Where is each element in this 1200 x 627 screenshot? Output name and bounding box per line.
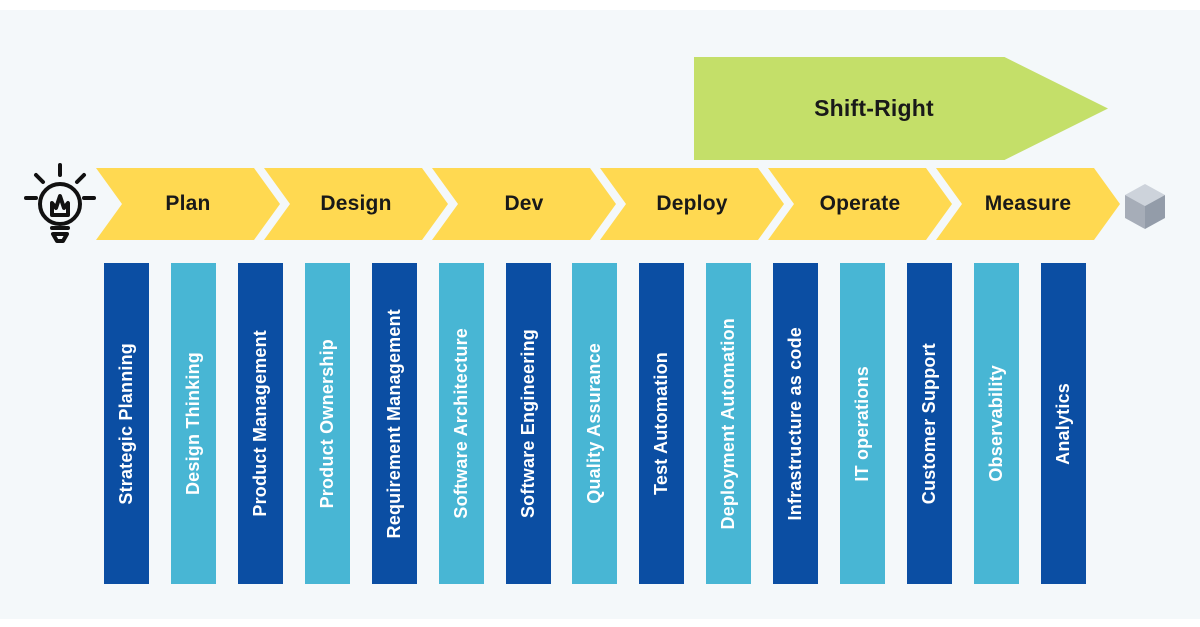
stage-chevron-design: Design <box>264 168 448 240</box>
stage-chevron-deploy: Deploy <box>600 168 784 240</box>
stage-chevron-operate: Operate <box>768 168 952 240</box>
capability-label: Product Management <box>249 330 270 517</box>
capability-label: Observability <box>985 365 1006 482</box>
stage-label: Dev <box>504 192 544 215</box>
capability-label: IT operations <box>852 365 873 482</box>
capability-bar-software-architecture: Software Architecture <box>438 263 484 584</box>
capability-bar-test-automation: Test Automation <box>639 263 685 584</box>
capability-bar-infrastructure-as-code: Infrastructure as code <box>773 263 819 584</box>
top-white-strip <box>0 0 1200 10</box>
capability-label: Software Engineering <box>517 328 538 519</box>
stage-label: Plan <box>165 192 211 215</box>
capability-bar-analytics: Analytics <box>1040 263 1086 584</box>
capability-label: Design Thinking <box>182 351 203 495</box>
capability-bar-customer-support: Customer Support <box>907 263 953 584</box>
capability-bar-it-operations: IT operations <box>840 263 886 584</box>
stage-chevron-measure: Measure <box>936 168 1120 240</box>
capability-bar-product-management: Product Management <box>237 263 283 584</box>
capability-bar-software-engineering: Software Engineering <box>505 263 551 584</box>
shift-right-label: Shift-Right <box>814 95 934 121</box>
capability-bar-deployment-automation: Deployment Automation <box>706 263 752 584</box>
stage-label: Operate <box>819 192 901 215</box>
cube-icon <box>1125 184 1165 229</box>
capability-bars: Strategic Planning Design Thinking Produ… <box>104 263 1086 584</box>
capability-label: Analytics <box>1052 382 1073 465</box>
capability-bar-requirement-management: Requirement Management <box>371 263 417 584</box>
capability-bar-product-ownership: Product Ownership <box>304 263 350 584</box>
capability-bar-design-thinking: Design Thinking <box>170 263 216 584</box>
capability-label: Quality Assurance <box>584 343 605 504</box>
stage-chevron-plan: Plan <box>96 168 280 240</box>
lightbulb-icon <box>24 163 96 243</box>
stage-label: Measure <box>984 192 1072 215</box>
capability-bar-quality-assurance: Quality Assurance <box>572 263 618 584</box>
stage-label: Deploy <box>656 192 728 215</box>
capability-label: Requirement Management <box>383 308 404 539</box>
capability-label: Test Automation <box>651 352 672 495</box>
capability-label: Deployment Automation <box>718 317 739 530</box>
capability-label: Infrastructure as code <box>785 326 806 521</box>
capability-label: Software Architecture <box>450 328 471 519</box>
capability-bar-observability: Observability <box>973 263 1019 584</box>
capability-label: Product Ownership <box>316 338 337 509</box>
capability-label: Strategic Planning <box>116 342 136 505</box>
stage-chevron-dev: Dev <box>432 168 616 240</box>
capability-bar-strategic-planning: Strategic Planning <box>104 263 149 584</box>
stage-label: Design <box>320 192 392 215</box>
shift-right-arrow: Shift-Right <box>694 57 1108 160</box>
bottom-white-strip <box>0 619 1200 627</box>
capability-label: Customer Support <box>919 342 940 505</box>
